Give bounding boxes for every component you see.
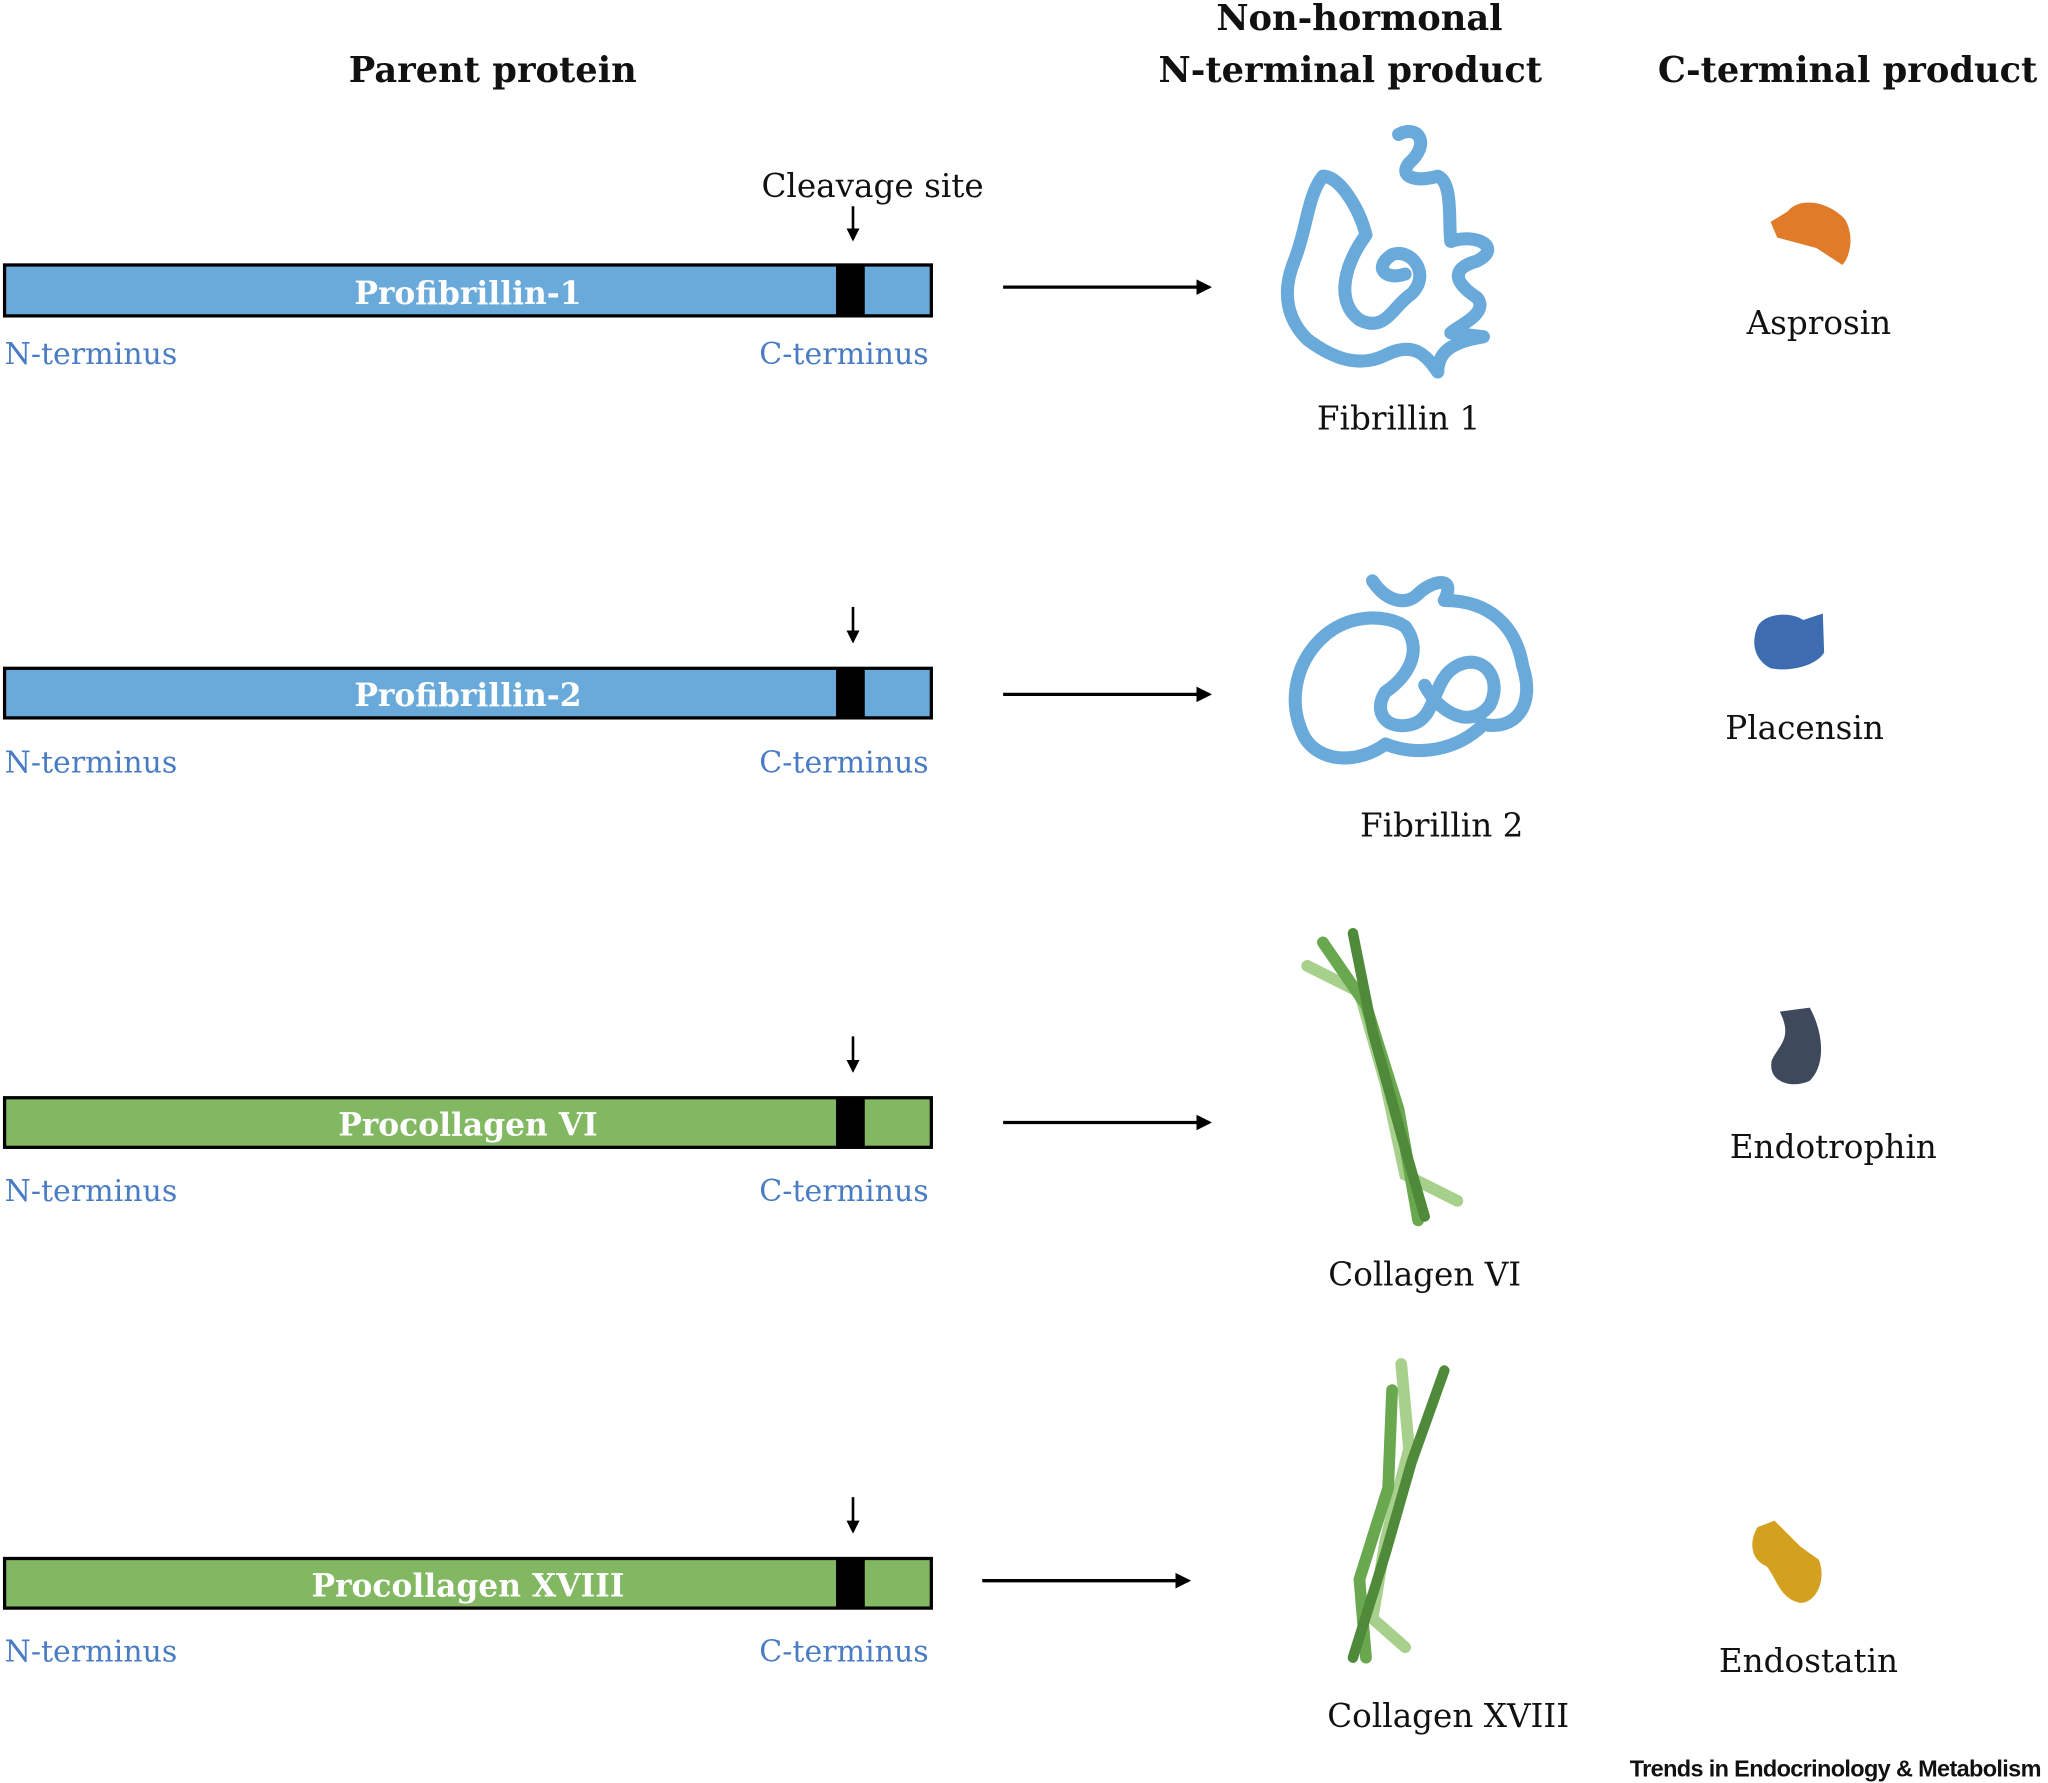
n-terminal-product-label: Fibrillin 2: [1360, 807, 1523, 845]
parent-protein-bar: [2, 1556, 933, 1610]
collagen-xviii-structure-icon: [1347, 1358, 1450, 1664]
endostatin-structure-icon: [1752, 1520, 1822, 1603]
parent-protein-bar: [2, 1096, 933, 1149]
c-terminus-label: C-terminus: [759, 1174, 928, 1209]
parent-protein-label: Procollagen XVIII: [311, 1568, 624, 1604]
asprosin-structure-icon: [1770, 202, 1851, 265]
n-terminal-product-label: Collagen XVIII: [1327, 1697, 1569, 1735]
endotrophin-structure-icon: [1771, 1007, 1822, 1085]
cleavage-site-block: [836, 264, 865, 316]
parent-protein-bar: [2, 666, 933, 720]
row-procollagen-vi: Procollagen VI N-terminus C-terminus Col…: [2, 928, 1937, 1294]
n-terminus-label: N-terminus: [5, 1174, 178, 1209]
c-terminal-product-label: Placensin: [1725, 709, 1884, 747]
c-terminal-product-label: Endotrophin: [1730, 1128, 1937, 1166]
c-terminus-label: C-terminus: [759, 746, 928, 781]
c-terminus-label: C-terminus: [759, 337, 928, 372]
n-terminus-label: N-terminus: [5, 1635, 178, 1670]
parent-protein-label: Procollagen VI: [338, 1108, 597, 1144]
cleavage-site-block: [836, 1097, 865, 1148]
n-terminus-label: N-terminus: [5, 746, 178, 781]
n-terminal-product-label: Fibrillin 1: [1317, 399, 1480, 437]
fibrillin-2-structure-icon: [1288, 574, 1534, 765]
parent-protein-label: Profibrillin-2: [354, 678, 581, 714]
collagen-vi-structure-icon: [1301, 928, 1464, 1227]
header-c-terminal: C-terminal product: [1658, 50, 2038, 91]
cleavage-site-block: [836, 1558, 865, 1609]
c-terminal-product-label: Endostatin: [1719, 1642, 1898, 1680]
c-terminal-product-label: Asprosin: [1746, 304, 1892, 342]
parent-protein-label: Profibrillin-1: [354, 276, 581, 312]
fibrillin-1-structure-icon: [1280, 125, 1495, 379]
c-terminus-label: C-terminus: [759, 1635, 928, 1670]
n-terminal-product-label: Collagen VI: [1328, 1256, 1521, 1294]
n-terminus-label: N-terminus: [5, 337, 178, 372]
journal-footer: Trends in Endocrinology & Metabolism: [1630, 1755, 2041, 1781]
placensin-structure-icon: [1754, 613, 1825, 670]
cleavage-site-block: [836, 668, 865, 718]
parent-protein-bar: [2, 263, 933, 318]
cleavage-site-label: Cleavage site: [761, 167, 983, 205]
row-profibrillin-1: Profibrillin-1 N-terminus C-terminus Fib…: [2, 125, 1892, 437]
header-n-terminal-line1: Non-hormonal: [1216, 0, 1502, 39]
row-profibrillin-2: Profibrillin-2 N-terminus C-terminus Fib…: [2, 574, 1884, 845]
header-parent-protein: Parent protein: [349, 50, 637, 91]
header-n-terminal-line2: N-terminal product: [1159, 50, 1543, 91]
row-procollagen-xviii: Procollagen XVIII N-terminus C-terminus …: [2, 1358, 1898, 1735]
